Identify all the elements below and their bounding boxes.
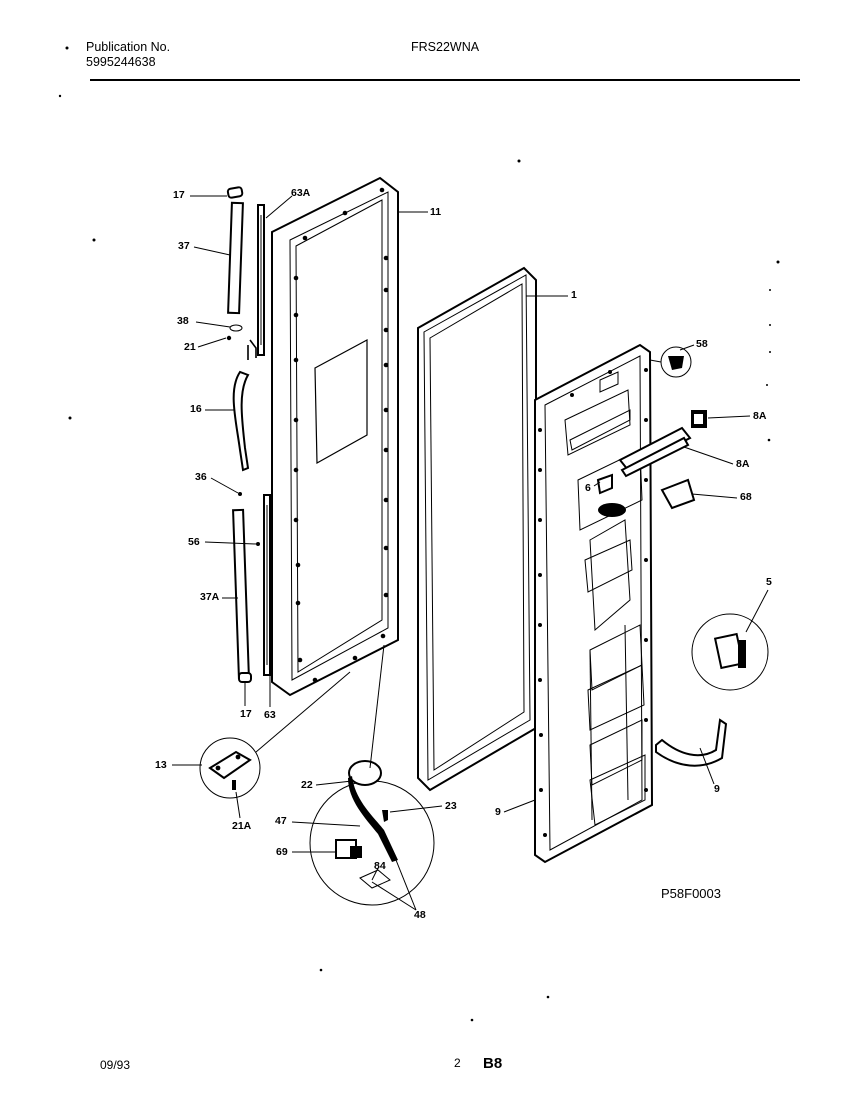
callout-68: 68: [740, 491, 752, 503]
callout-8A-mid: 8A: [736, 458, 750, 470]
callout-9-right: 9: [714, 783, 720, 795]
callout-56: 56: [188, 536, 200, 548]
callout-69: 69: [276, 846, 288, 858]
publication-number: 5995244638: [86, 55, 156, 69]
callout-1: 1: [571, 289, 577, 301]
callout-23: 23: [445, 800, 457, 812]
callout-36: 36: [195, 471, 207, 483]
leader-lines: [172, 195, 769, 911]
callout-58: 58: [696, 338, 708, 350]
model-number: FRS22WNA: [411, 40, 480, 54]
right-side-parts: [596, 346, 769, 767]
callout-5: 5: [766, 576, 772, 588]
footer-date: 09/93: [100, 1058, 131, 1072]
callout-17-top: 17: [173, 189, 185, 201]
door-gasket: [417, 266, 537, 792]
callout-6: 6: [585, 482, 591, 494]
callout-9-left: 9: [495, 806, 501, 818]
diagram-id: P58F0003: [661, 886, 721, 901]
detail-circles: [199, 737, 435, 906]
footer-page-number: 2: [454, 1056, 461, 1070]
callout-21: 21: [184, 341, 196, 353]
door-liner: [534, 343, 654, 864]
door-panel-frame: [271, 176, 399, 697]
callout-37A: 37A: [200, 591, 220, 603]
publication-label: Publication No.: [86, 40, 171, 54]
callout-37: 37: [178, 240, 190, 252]
callout-47: 47: [275, 815, 287, 827]
trim-strips: [226, 186, 271, 683]
footer-section-code: B8: [483, 1055, 503, 1072]
callout-22: 22: [301, 779, 313, 791]
callout-13: 13: [155, 759, 167, 771]
callout-84: 84: [374, 860, 386, 872]
callout-38: 38: [177, 315, 189, 327]
callout-21A: 21A: [232, 820, 252, 832]
callout-11: 11: [430, 206, 442, 218]
scan-specks: [58, 46, 780, 1022]
callout-17-bottom: 17: [240, 708, 252, 720]
callout-8A-top: 8A: [753, 410, 767, 422]
callout-63A: 63A: [291, 187, 311, 199]
callout-63: 63: [264, 709, 276, 721]
callout-16: 16: [190, 403, 202, 415]
callout-48: 48: [414, 909, 426, 921]
